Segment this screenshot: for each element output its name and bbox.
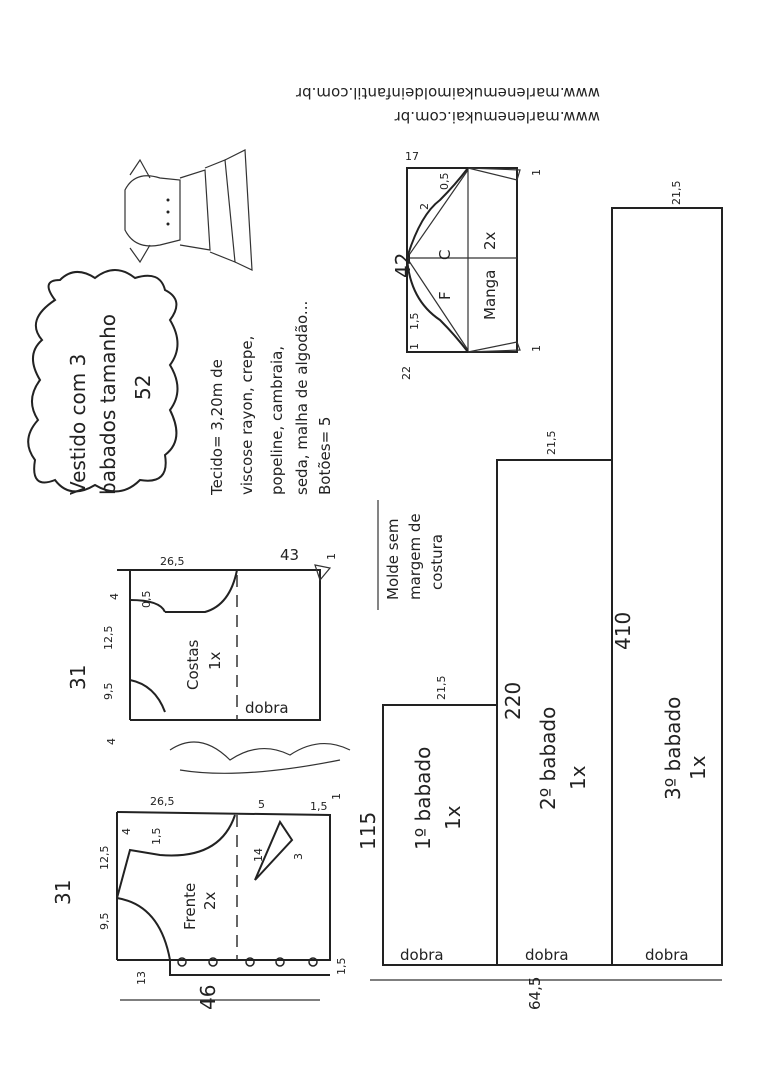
ruffle-length: 410 [611,612,635,650]
fabric-line: viscose rayon, crepe, [238,336,256,495]
title-line-1: Vestido com 3 [66,354,90,495]
ruffle-fold: dobra [400,946,444,964]
ruffle-qty: 1x [566,765,590,790]
ruffle-length: 115 [356,812,380,850]
front-measure: 26,5 [150,795,175,808]
sleeve-measure: 2 [418,203,431,210]
front-measure: 3 [292,853,305,860]
ruffle-length: 220 [501,682,525,720]
url-1: www.marlenemukai.com.br [394,108,600,126]
sleeve-bottom: 22 [400,366,413,380]
ruffle-width: 21,5 [545,431,558,456]
front-measure: 4 [120,828,133,835]
sleeve-measure: 1 [530,169,543,176]
ruffle-qty: 1x [686,755,710,780]
ruffle-width: 21,5 [670,181,683,206]
front-measure: 1,5 [335,958,348,976]
back-measure: 4 [105,738,118,745]
front-label: Frente [181,883,199,930]
front-bodice: Frente 2x 31 26,5 5 1,5 1 4 1,5 12,5 9,5… [51,793,348,1010]
sleeve-front-label: F [436,291,454,300]
front-qty: 2x [201,891,219,910]
ruffle-fold: dobra [645,946,689,964]
back-bodice: Costas 1x dobra 31 26,5 43 4 0,5 12,5 9,… [66,546,338,745]
back-measure: 26,5 [160,555,185,568]
back-height: 31 [66,665,90,690]
title-line-3: 52 [131,375,155,400]
fabric-line: popeline, cambraia, [268,346,286,495]
header-urls: www.marlenemukai.com.br www.marlenemukai… [295,84,600,126]
dress-sketch [124,149,253,271]
ruffle-width: 21,5 [435,676,448,701]
sleeve-qty: 2x [481,231,499,250]
front-measure: 1,5 [150,828,163,846]
sleeve-measure: 1 [530,345,543,352]
title-cloud: Vestido com 3 babados tamanho 52 [27,269,179,495]
back-qty: 1x [206,651,224,670]
back-measure: 43 [280,546,299,564]
sleeve-back-label: C [436,250,454,260]
back-fold: dobra [245,699,289,717]
back-measure: 4 [108,593,121,600]
front-measure: 1 [330,793,343,800]
fabric-line: seda, malha de algodão... [293,301,311,495]
front-height: 31 [51,880,75,905]
front-measure: 14 [252,848,265,862]
sleeve-label: Manga [481,270,499,320]
note-line: Molde sem [384,519,402,600]
ruffle-1 [382,704,498,966]
ruffle-qty: 1x [441,805,465,830]
sleeve-measure: 1 [408,343,421,350]
note-line: costura [428,534,446,590]
front-measure: 5 [258,798,265,811]
ruffle-pieces: 1º babado 1x 115 21,5 dobra 2º babado 1x… [356,181,723,1010]
back-measure: 9,5 [102,683,115,701]
seam-allowance-note: Molde sem margem de costura [377,500,446,610]
back-label: Costas [184,639,202,690]
sleeve-piece: 42 17 22 C F 2x Manga 2 0,5 1,5 1 1 1 [391,150,543,380]
front-measure: 9,5 [98,913,111,931]
note-line: margem de [406,513,424,600]
front-measure: 12,5 [98,846,111,871]
back-measure: 12,5 [102,626,115,651]
fabric-line: Tecido= 3,20m de [208,359,226,496]
ruffle-label: 1º babado [411,747,435,850]
ruffle-label: 2º babado [536,707,560,810]
title-line-2: babados tamanho [96,314,120,495]
signature [169,741,351,774]
sleeve-measure: 0,5 [438,173,451,191]
url-2: www.marlenemukaimoldeinfantil.com.br [295,84,600,102]
ruffle-label: 3º babado [661,697,685,800]
front-measure: 13 [135,971,148,985]
ruffle-total: 64,5 [526,977,544,1010]
buttons-line: Botões= 5 [316,417,334,495]
ruffle-fold: dobra [525,946,569,964]
sleeve-top: 17 [405,150,419,163]
sleeve-width: 42 [391,253,415,278]
materials-text: Tecido= 3,20m de viscose rayon, crepe, p… [208,301,334,496]
front-measure: 1,5 [310,800,328,813]
ruffle-3 [611,207,723,966]
back-measure: 1 [325,553,338,560]
sleeve-measure: 1,5 [408,313,421,331]
back-measure: 0,5 [140,591,153,609]
front-width: 46 [196,985,220,1010]
